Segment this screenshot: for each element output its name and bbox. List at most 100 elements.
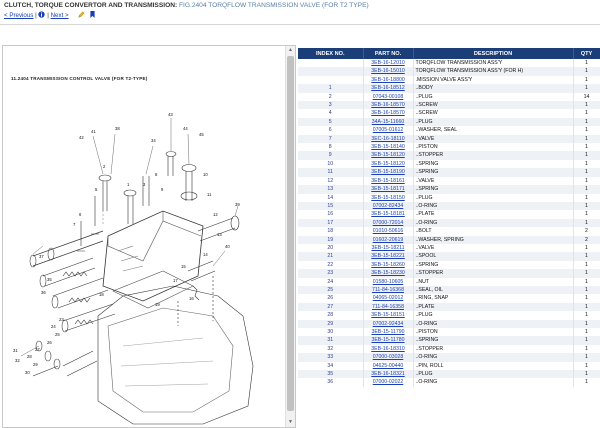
bookmark-icon[interactable] [90,11,95,22]
part-number-cell: 3EB-15-18161 [363,176,414,186]
info-icon[interactable] [38,11,46,22]
qty-cell: 1 [573,210,600,219]
part-number-link[interactable]: 711-84-16368 [372,286,404,293]
scrollbar-thumb[interactable] [287,56,294,411]
column-header-qty[interactable]: QTY [573,48,600,59]
part-number-link[interactable]: 3EB-16-12010 [371,60,405,66]
part-number-link[interactable]: 3EB-15-18151 [371,312,405,319]
part-number-link[interactable]: 07002-92434 [372,320,404,327]
part-number-link[interactable]: 3EB-15-18150 [371,194,405,201]
qty-cell: 1 [573,361,600,371]
previous-link[interactable]: < Previous [4,12,34,19]
part-number-link[interactable]: 01010-50616 [372,228,404,235]
part-number-link[interactable]: 01602-20619 [372,236,404,243]
part-number-link[interactable]: 3EB-15-11780 [371,337,405,344]
next-link[interactable]: Next > [50,12,69,19]
part-number-link[interactable]: 3EB-16-18570 [371,110,405,117]
part-number-link[interactable]: 3EB-15-18161 [371,177,405,184]
diagram-scrollbar[interactable]: ▲ ▼ [285,46,295,427]
part-number-link[interactable]: 3EB-16-18512 [371,85,405,92]
part-number-link[interactable]: 07002-82434 [372,202,404,209]
part-number-link[interactable]: 3EB-15-18120 [371,160,405,167]
part-number-link[interactable]: 34A-15-11660 [371,118,405,125]
part-number-link[interactable]: 01580-10605 [372,278,404,285]
part-number-link[interactable]: 3EB-15-18181 [371,211,405,218]
section-title: CLUTCH, TORQUE CONVERTOR AND TRANSMISSIO… [4,2,178,9]
part-number-link[interactable]: 04065-02012 [372,295,404,302]
part-number-link[interactable]: 07000-72014 [372,219,404,226]
column-header-part-no[interactable]: PART NO. [363,48,414,59]
part-number-link[interactable]: 3EB-16-15010 [371,68,405,75]
part-number-link[interactable]: 3EB-16-18570 [371,102,405,109]
table-header-row: INDEX NO. PART NO. DESCRIPTION QTY [298,48,600,59]
part-number-link[interactable]: 3EC-16-18110 [371,135,405,142]
part-number-link[interactable]: 3EB-16-18310 [371,345,405,352]
column-header-index[interactable]: INDEX NO. [298,48,364,59]
part-number-link[interactable]: 711-84-16358 [372,303,404,310]
part-number-link[interactable]: 3EB-15-11790 [371,329,405,335]
part-number-link[interactable]: 3EB-16-18800 [371,76,405,83]
part-number-link[interactable]: 3EB-15-18120 [371,152,405,159]
column-header-description[interactable]: DESCRIPTION [413,48,574,59]
pencil-icon[interactable] [78,11,85,22]
scroll-up-icon[interactable]: ▲ [288,47,293,53]
part-number-link[interactable]: 3EB-16-18321 [371,371,405,378]
part-number-link[interactable]: 07000-02022 [372,379,404,386]
exploded-view-drawing[interactable]: 41 42 43 44 45 34 38 37 35 36 39 40 23 2… [3,46,285,427]
scroll-down-icon[interactable]: ▼ [288,419,293,425]
part-number-link[interactable]: 07043-00108 [372,93,404,100]
part-number-link[interactable]: 3EB-15-18190 [371,169,405,176]
part-number-link[interactable]: 3EB-15-18260 [371,261,405,268]
part-number-link[interactable]: 07005-01612 [372,127,404,134]
part-number-link[interactable]: 3EB-15-18221 [371,253,405,260]
part-number-link[interactable]: 3EB-15-18171 [371,186,405,193]
part-number-link[interactable]: 07000-03028 [372,354,404,361]
part-number-link[interactable]: 04625-00440 [372,362,404,369]
parts-diagram-panel[interactable]: 11.2404 TRANSMISSION CONTROL VALVE (FOR … [2,45,296,428]
part-number-link[interactable]: 3EB-15-18230 [371,270,405,277]
part-number-link[interactable]: 3EB-15-18211 [371,244,405,251]
callout-label: 28 [27,354,32,359]
qty-cell: 1 [573,252,600,261]
part-number-link[interactable]: 3EB-15-18140 [371,144,405,151]
